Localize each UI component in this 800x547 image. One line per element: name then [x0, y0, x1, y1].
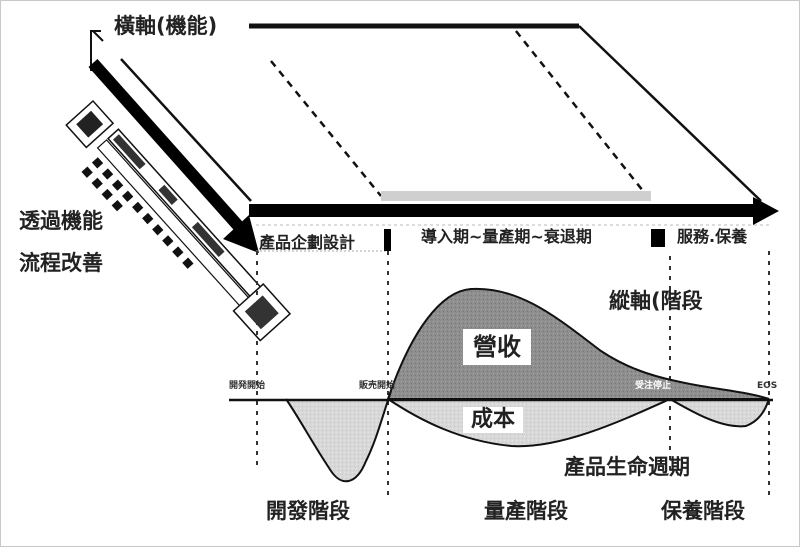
phase-production: 導入期~量產期~衰退期: [421, 227, 592, 246]
horizontal-axis-label: 橫軸(機能): [114, 14, 218, 38]
phase-planning: 產品企劃設計: [259, 233, 356, 252]
diagonal-guide-line: [120, 58, 252, 202]
functional-process-boxes: [65, 99, 292, 342]
side-label-line1: 透過機能: [19, 209, 103, 233]
milestone-sales-start: 販売開始: [359, 381, 396, 391]
cost-curve: [285, 390, 770, 483]
stage-mass-production: 量產階段: [484, 499, 568, 523]
stage-development: 開發階段: [266, 499, 350, 523]
milestone-eos: EOS: [757, 381, 778, 391]
functional-axis-arrow: [88, 59, 259, 253]
side-label-line2: 流程改善: [19, 251, 103, 275]
vertical-axis-label: 縱軸(階段: [609, 289, 703, 313]
milestone-order-stop: 受注停止: [635, 381, 672, 391]
corner-arrow-icon: [90, 30, 104, 71]
stage-boundaries: [256, 251, 770, 501]
revenue-label: 營收: [463, 329, 531, 365]
stage-maintenance: 保養階段: [661, 499, 745, 523]
cost-label: 成本: [463, 407, 524, 433]
stage-axis-arrow: [249, 197, 779, 225]
revenue-area: [386, 287, 770, 400]
milestone-dev-start: 開発開始: [229, 381, 266, 391]
cost-area: [286, 399, 769, 482]
phase-service: 服務.保養: [677, 227, 748, 246]
lifecycle-label: 產品生命週期: [564, 455, 690, 479]
functional-plane: [249, 23, 762, 202]
phase-bar: [256, 224, 771, 252]
